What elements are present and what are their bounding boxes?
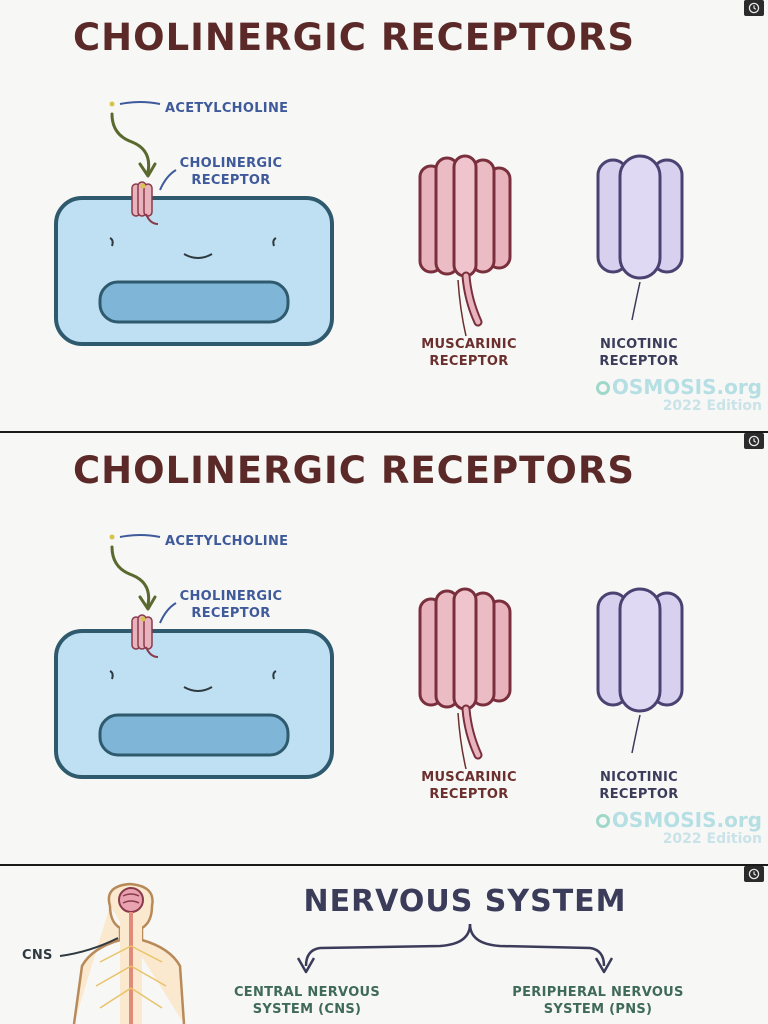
slide-cholinergic-receptors-2: CHOLINERGIC RECEPTORS [0, 433, 768, 864]
clock-icon [748, 435, 760, 447]
osmosis-logo-icon [595, 381, 610, 395]
label-nicotinic-receptor: NICOTINIC RECEPTOR [599, 770, 679, 802]
brand-watermark: OSMOSIS.org 2022 Edition [595, 810, 762, 849]
label-cns: CNS [22, 948, 53, 963]
slide-title: CHOLINERGIC RECEPTORS [73, 16, 635, 59]
slide-cholinergic-receptors-1: CHOLINERGIC RECEPTORS [0, 0, 768, 431]
muscarinic-receptor-drawing [418, 154, 512, 337]
timestamp-button[interactable] [744, 433, 764, 449]
timestamp-button[interactable] [744, 866, 764, 882]
acetylcholine-molecule [109, 534, 115, 540]
brain-icon [118, 887, 144, 913]
clock-icon [748, 868, 760, 880]
slide-title: CHOLINERGIC RECEPTORS [73, 449, 635, 492]
timestamp-button[interactable] [744, 0, 764, 16]
binding-arrow [110, 112, 151, 174]
label-nicotinic-receptor: NICOTINIC RECEPTOR [599, 337, 679, 369]
label-muscarinic-receptor: MUSCARINIC RECEPTOR [421, 337, 517, 369]
brand-watermark: OSMOSIS.org 2022 Edition [595, 377, 762, 416]
slide-title: NERVOUS SYSTEM [303, 884, 627, 919]
label-acetylcholine: ACETYLCHOLINE [165, 101, 289, 116]
label-cholinergic-receptor: CHOLINERGIC RECEPTOR [179, 156, 283, 188]
cholinergic-illustration [54, 101, 684, 346]
acetylcholine-molecule [109, 101, 115, 107]
label-peripheral-nervous-system: PERIPHERAL NERVOUS SYSTEM (PNS) [512, 985, 684, 1017]
label-central-nervous-system: CENTRAL NERVOUS SYSTEM (CNS) [233, 985, 381, 1017]
label-muscarinic-receptor: MUSCARINIC RECEPTOR [421, 770, 517, 802]
slide-nervous-system: NERVOUS SYSTEM CNS CENTRAL NERVOUS SYSTE… [0, 866, 768, 1024]
cell-receptor [131, 614, 159, 658]
osmosis-logo-icon [595, 814, 610, 828]
clock-icon [748, 2, 760, 14]
nervous-system-illustration [59, 882, 614, 1024]
nicotinic-receptor-drawing [596, 154, 684, 321]
muscarinic-receptor-drawing [418, 587, 512, 770]
nicotinic-receptor-drawing [596, 587, 684, 754]
cell-nucleus [98, 713, 290, 757]
human-body-drawing [72, 882, 186, 1024]
binding-arrow [110, 545, 151, 607]
label-acetylcholine: ACETYLCHOLINE [165, 534, 289, 549]
cell-receptor [131, 181, 159, 225]
cell-nucleus [98, 280, 290, 324]
cholinergic-illustration [54, 534, 684, 779]
label-cholinergic-receptor: CHOLINERGIC RECEPTOR [179, 589, 283, 621]
